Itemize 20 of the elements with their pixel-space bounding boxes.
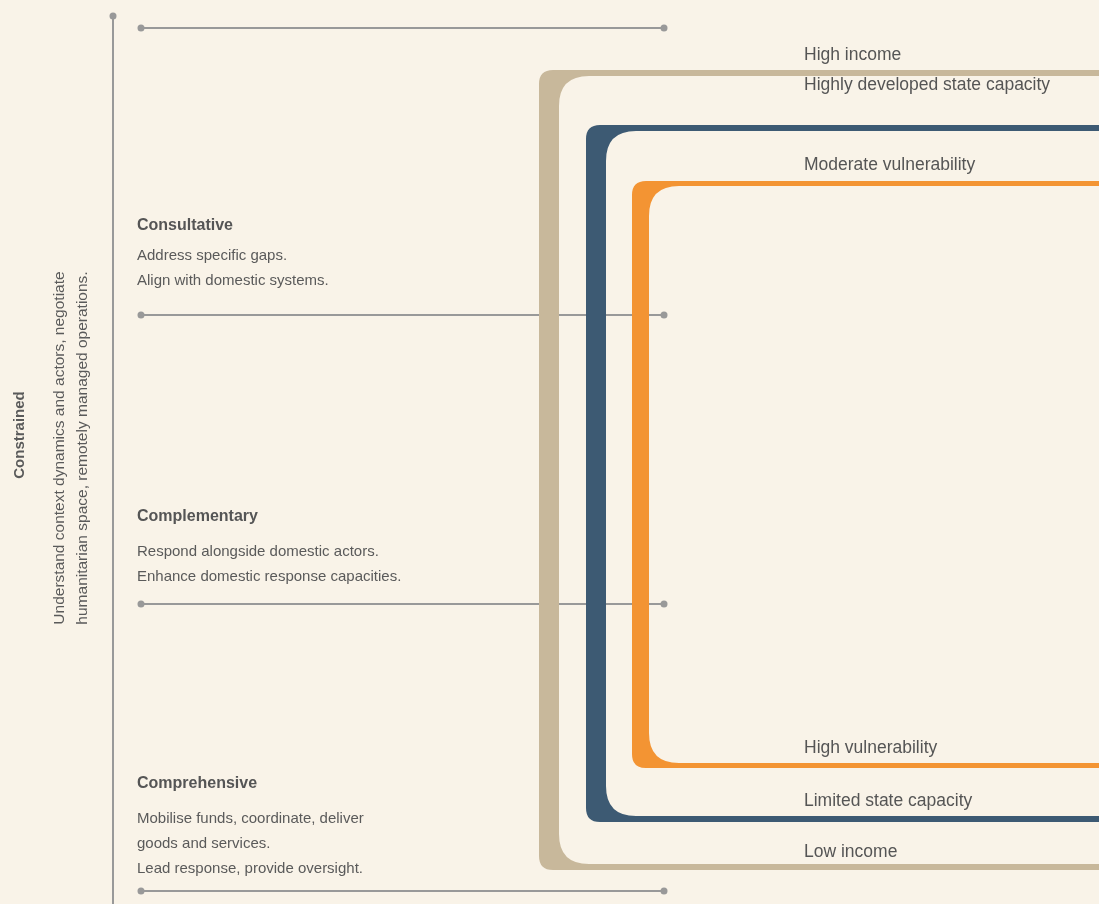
band-label: Moderate vulnerability (804, 153, 976, 175)
band-label: High income (804, 43, 902, 65)
level-description: Address specific gaps. (137, 245, 289, 265)
axis-description: Understand context dynamics and actors, negotiate humanitarian space, remotely managed operations. (49, 270, 91, 627)
band-label: High vulnerability (804, 736, 938, 758)
level-description: Mobilise funds, coordinate, deliver goods and services. (137, 808, 365, 853)
level-description: Respond alongside domestic actors. (137, 541, 380, 561)
nested-band (586, 125, 1099, 822)
nested-band (632, 181, 1099, 768)
nested-band (539, 70, 1099, 870)
level-description: Align with domestic systems. (137, 270, 330, 290)
band-label: Low income (804, 840, 898, 862)
level-description: Enhance domestic response capacities. (137, 566, 403, 586)
level-description: Lead response, provide oversight. (137, 858, 364, 878)
level-heading: Consultative (137, 216, 233, 234)
level-heading: Complementary (137, 507, 258, 525)
band-label: Highly developed state capacity (804, 73, 1051, 95)
band-label: Limited state capacity (804, 789, 973, 811)
level-heading: Comprehensive (137, 774, 258, 792)
axis-title: Constrained (8, 390, 28, 481)
